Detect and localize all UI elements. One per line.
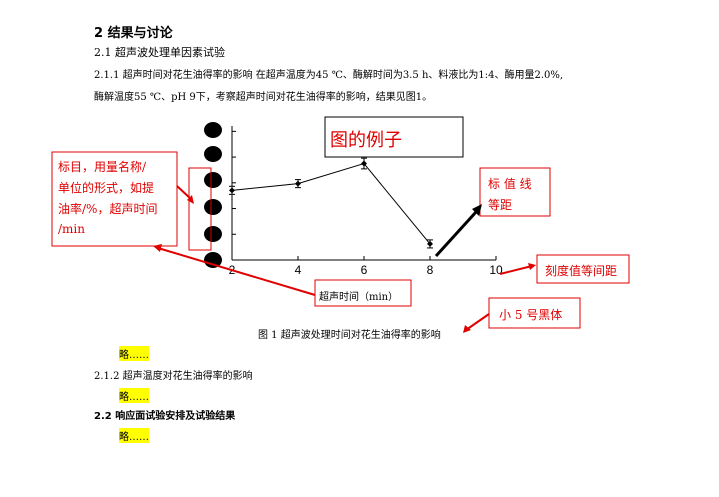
paragraph-line-1: 2.1.1 超声时间对花生油得率的影响 在超声温度为45 ℃、酶解时间为3.5 …	[94, 70, 564, 81]
ylabel-note-line-1: 标目，用量名称/	[58, 160, 147, 174]
example-box	[324, 116, 464, 158]
tick-note-arrowhead	[528, 263, 536, 270]
clipped-y-ticks	[204, 122, 222, 268]
section-heading: 2 结果与讨论	[94, 26, 173, 41]
font-note-box	[488, 297, 581, 329]
paragraph-line-2: 酶解温度55 ℃、pH 9下，考察超声时间对花生油得率的影响，结果见图1。	[94, 92, 433, 103]
value-line-arrowhead	[472, 204, 482, 216]
value-line-note-line-2: 等距	[488, 198, 513, 212]
tick-note-box	[536, 254, 630, 284]
x-tick-label: 4	[295, 263, 302, 277]
series-polyline	[231, 162, 431, 245]
x-tick-label: 8	[427, 263, 434, 277]
ylabel-bracket	[188, 167, 212, 251]
ylabel-note-box	[51, 151, 178, 247]
tick-note-label: 刻度值等间距	[545, 264, 618, 278]
omitted-text-2: 略……	[119, 388, 149, 403]
x-tick-label: 6	[361, 263, 368, 277]
ylabel-note-line-2: 单位的形式，如提	[58, 181, 155, 195]
data-point	[229, 187, 235, 194]
x-axis-label: 超声时间（min）	[319, 292, 399, 303]
xlabel-arrow	[157, 247, 316, 296]
value-line-note-box	[479, 167, 551, 217]
ylabel-note-line-4: /min	[58, 222, 85, 236]
value-line-arrow	[434, 210, 478, 258]
tick-note-arrow	[499, 265, 533, 275]
font-note-label: 小 5 号黑体	[499, 308, 563, 322]
xlabel-arrowhead	[153, 244, 162, 252]
subsection-2-1-2: 2.1.2 超声温度对花生油得率的影响	[94, 371, 253, 382]
omitted-text-3: 略……	[119, 428, 149, 443]
series-line	[229, 157, 433, 249]
x-tick-label: 10	[489, 263, 503, 277]
value-line-note-line-1: 标 值 线	[488, 177, 532, 191]
font-note-arrow	[465, 313, 490, 331]
font-note-arrowhead	[463, 325, 471, 333]
ylabel-note-line-3: 油率/%，超声时间	[58, 202, 158, 216]
ylabel-arrowhead	[187, 195, 194, 204]
subsection-2-1: 2.1 超声波处理单因素试验	[94, 46, 225, 59]
subsection-2-2: 2.2 响应面试验安排及试验结果	[94, 411, 236, 422]
figure-caption: 图 1 超声波处理时间对花生油得率的影响	[258, 330, 441, 341]
x-ticks: 246810	[229, 256, 503, 277]
example-box-label: 图的例子	[330, 130, 402, 151]
data-point	[427, 240, 433, 247]
data-point	[295, 180, 301, 187]
data-point	[361, 160, 367, 167]
y-ticks	[232, 130, 236, 235]
omitted-text-1: 略……	[119, 346, 149, 361]
xlabel-box	[314, 279, 412, 307]
